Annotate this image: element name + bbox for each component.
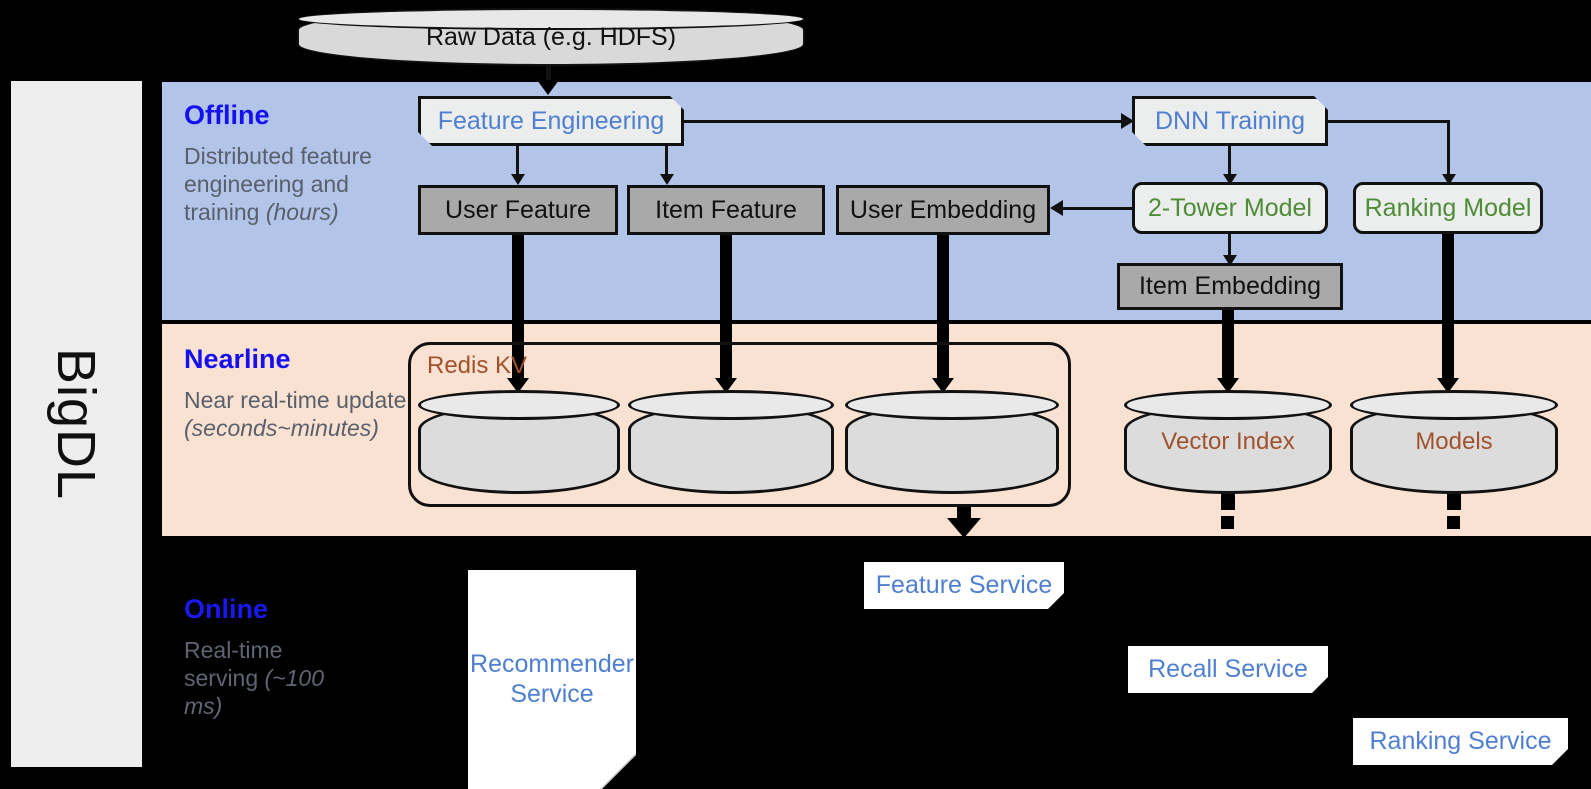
band-offline: Offline Distributed feature engineering … xyxy=(158,78,1591,324)
node-recall-service[interactable]: Recall Service xyxy=(1128,646,1328,693)
store-user-embedding-kv[interactable] xyxy=(845,390,1059,494)
node-ranking-service[interactable]: Ranking Service xyxy=(1353,718,1568,765)
node-ranking-model[interactable]: Ranking Model xyxy=(1353,182,1543,234)
group-redis-kv xyxy=(408,342,1071,507)
edge-models-ranking-stub1 xyxy=(1447,494,1461,510)
pipe-ranking-model xyxy=(1442,234,1454,385)
edge-models-ranking-stub2 xyxy=(1447,516,1460,529)
node-recall-service-label: Recall Service xyxy=(1148,654,1308,683)
node-dnn-training[interactable]: DNN Training xyxy=(1132,96,1328,146)
node-recommender-service-label: Recommender Service xyxy=(462,650,642,709)
band-online-title: Online xyxy=(184,594,269,624)
node-ranking-service-label: Ranking Service xyxy=(1369,726,1552,755)
store-item-feature-kv-top xyxy=(628,390,834,420)
store-models-top xyxy=(1350,390,1558,420)
edge-dnn-ranking-v xyxy=(1447,120,1450,178)
band-nearline-sub-em: (seconds~minutes) xyxy=(184,415,379,442)
band-offline-sub-text: Distributed feature engineering and trai… xyxy=(184,143,372,226)
edge-dnn-twotower-arrow xyxy=(1223,174,1237,185)
raw-data-store: Raw Data (e.g. HDFS) xyxy=(297,8,805,66)
edge-dnn-ranking-arrow xyxy=(1442,174,1456,185)
node-item-embedding-label: Item Embedding xyxy=(1138,272,1322,300)
band-nearline-subtitle: Near real-time update (seconds~minutes) xyxy=(184,386,414,442)
store-models[interactable]: Models xyxy=(1350,390,1558,494)
pipe-item-embedding xyxy=(1222,310,1234,385)
raw-data-label: Raw Data (e.g. HDFS) xyxy=(425,22,677,51)
edge-kv-featureservice-stub xyxy=(957,507,971,521)
node-feature-engineering-label: Feature Engineering xyxy=(437,106,665,135)
node-recommender-service-line2: Service xyxy=(510,679,594,708)
node-recommender-service[interactable]: Recommender Service xyxy=(468,570,636,789)
band-nearline-title: Nearline xyxy=(184,344,291,374)
edge-dnn-twotower-line xyxy=(1228,146,1231,178)
edge-twotower-userembedding-arrow xyxy=(1050,200,1063,216)
node-item-feature[interactable]: Item Feature xyxy=(627,185,825,235)
band-offline-subtitle: Distributed feature engineering and trai… xyxy=(184,142,389,226)
store-vector-index[interactable]: Vector Index xyxy=(1124,390,1332,494)
node-user-embedding[interactable]: User Embedding xyxy=(836,185,1050,235)
edge-fe-dnn-arrow xyxy=(1121,113,1134,129)
store-user-feature-kv-top xyxy=(418,390,620,420)
store-user-embedding-kv-top xyxy=(845,390,1059,420)
store-vector-index-top xyxy=(1124,390,1332,420)
edge-vectorindex-recall-stub1 xyxy=(1221,494,1235,510)
node-recommender-service-line1: Recommender xyxy=(470,650,634,678)
pipe-user-feature xyxy=(512,235,524,385)
node-dnn-training-label: DNN Training xyxy=(1154,106,1306,135)
edge-fe-itemfeature-line xyxy=(665,146,668,178)
pipe-item-feature xyxy=(720,235,732,385)
bigdl-rail: BigDL xyxy=(8,78,145,770)
store-item-feature-kv[interactable] xyxy=(628,390,834,494)
edge-fe-itemfeature-arrow xyxy=(660,174,674,185)
node-item-embedding[interactable]: Item Embedding xyxy=(1117,263,1343,310)
edge-rawdata-fe-line xyxy=(546,66,551,86)
group-redis-kv-label: Redis KV xyxy=(427,352,528,379)
edge-rawdata-fe-arrow xyxy=(537,80,559,95)
bigdl-rail-label: BigDL xyxy=(46,347,107,501)
node-feature-service-label: Feature Service xyxy=(875,570,1053,599)
edge-fe-userfeature-arrow xyxy=(511,174,525,185)
node-feature-engineering[interactable]: Feature Engineering xyxy=(418,96,684,146)
node-user-feature-label: User Feature xyxy=(445,195,591,224)
node-two-tower-model-label: 2-Tower Model xyxy=(1148,193,1312,222)
node-user-feature[interactable]: User Feature xyxy=(418,185,618,235)
node-two-tower-model[interactable]: 2-Tower Model xyxy=(1132,182,1328,234)
store-item-feature-kv-body xyxy=(628,404,834,494)
node-ranking-model-label: Ranking Model xyxy=(1364,193,1532,222)
edge-fe-userfeature-line xyxy=(516,146,519,178)
edge-kv-featureservice-arrow xyxy=(947,518,981,538)
raw-data-top xyxy=(297,8,805,30)
edge-twotower-itememb-line xyxy=(1228,234,1231,260)
pipe-user-embedding xyxy=(937,235,949,385)
band-online-sub-text: Real-time serving xyxy=(184,637,283,692)
band-online-subtitle: Real-time serving (~100 ms) xyxy=(184,636,359,720)
store-user-feature-kv[interactable] xyxy=(418,390,620,494)
store-vector-index-label: Vector Index xyxy=(1161,428,1295,455)
band-offline-sub-em: (hours) xyxy=(265,199,339,226)
edge-twotower-itememb-arrow xyxy=(1223,255,1237,266)
node-user-embedding-label: User Embedding xyxy=(849,195,1037,224)
node-item-feature-label: Item Feature xyxy=(655,195,797,224)
edge-fe-dnn-line xyxy=(684,120,1124,123)
band-online-sub-em: (~100 ms) xyxy=(184,665,325,720)
edge-twotower-userembedding-line xyxy=(1062,207,1132,210)
band-nearline-sub-text: Near real-time update xyxy=(184,387,407,413)
band-offline-title: Offline xyxy=(184,100,270,130)
store-models-label: Models xyxy=(1415,428,1493,455)
edge-vectorindex-recall-stub2 xyxy=(1221,516,1234,529)
node-feature-service[interactable]: Feature Service xyxy=(864,562,1064,609)
edge-dnn-ranking-h xyxy=(1328,120,1450,123)
